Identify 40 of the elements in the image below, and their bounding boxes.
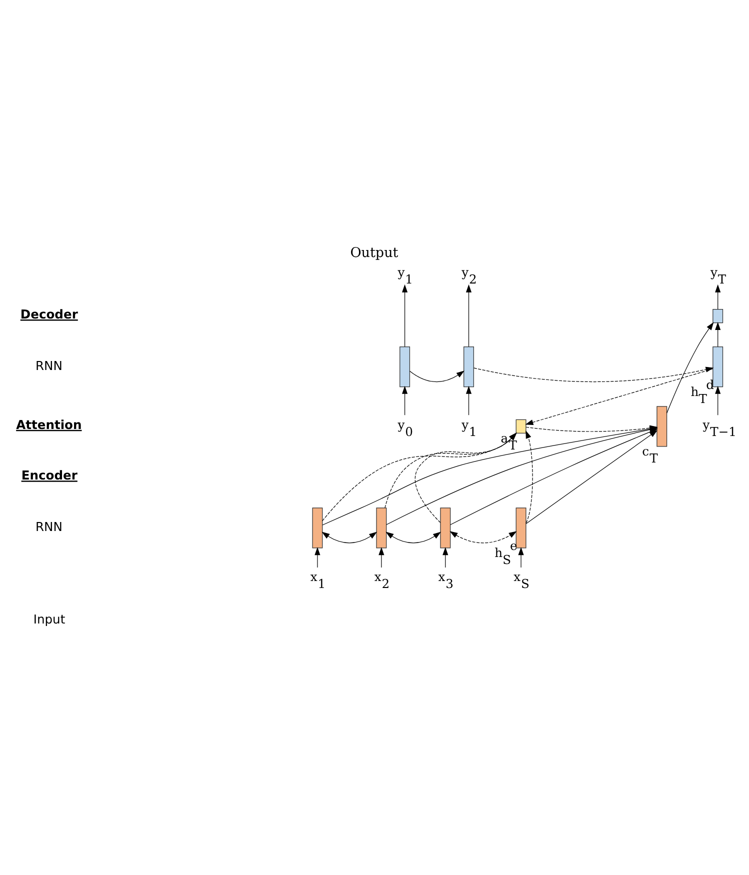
arrow [526,430,533,524]
arrow [715,284,721,310]
arrow [414,432,517,523]
label: Input [33,612,66,627]
arrow [526,430,658,524]
arrow [322,432,517,522]
arrow [525,368,714,425]
node-bar [712,346,724,388]
node-bar [656,406,668,447]
arrow [322,532,378,544]
arrow [466,386,472,416]
node-bar [376,508,387,548]
arrow [518,547,524,568]
label: Decoder [20,307,78,322]
label: RNN [35,520,62,534]
arrow [402,284,408,347]
arrow [386,532,442,544]
arrow [442,547,448,568]
arrow [378,547,384,568]
node-box [516,419,526,434]
label: RNN [35,358,62,373]
node-bar [312,508,323,548]
arrow [450,531,517,544]
node-bar [464,346,474,388]
diagram-title: Output [350,244,398,261]
node-bar [400,346,410,388]
arrow [715,386,721,416]
arrow [402,386,408,416]
node-bar [440,508,451,548]
arrow [384,432,517,508]
label: Encoder [21,468,78,483]
arrow [474,366,714,382]
arrow [314,547,320,568]
node-box [712,308,724,324]
arrow [666,322,714,414]
label: Attention [16,418,82,432]
node-bar [516,508,526,548]
arrow [466,284,472,347]
arrow [715,322,721,347]
arrow [409,370,464,382]
